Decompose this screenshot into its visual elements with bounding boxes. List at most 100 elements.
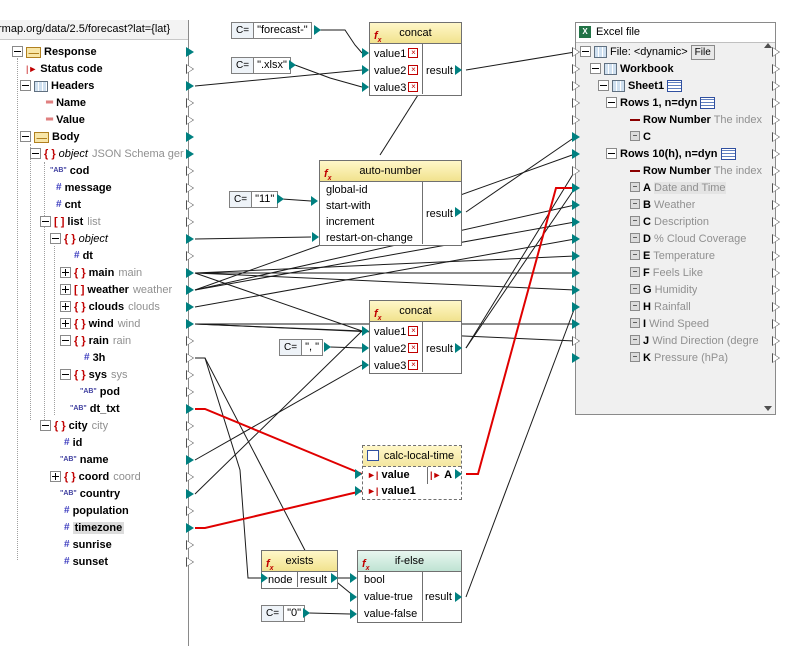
output-port-icon[interactable] bbox=[186, 149, 194, 159]
calc-value1[interactable]: ►| value1 bbox=[367, 483, 416, 499]
connection-port-icon[interactable] bbox=[455, 343, 462, 353]
output-port-icon[interactable] bbox=[186, 302, 194, 312]
tree-list-object[interactable]: { }object bbox=[50, 231, 108, 247]
tree-dt[interactable]: #dt bbox=[74, 248, 93, 264]
connection-port-icon[interactable] bbox=[324, 342, 331, 352]
collapse-icon[interactable] bbox=[580, 45, 591, 57]
input-port-icon[interactable] bbox=[572, 149, 580, 159]
connection-port-icon[interactable] bbox=[303, 608, 310, 618]
connection-line[interactable] bbox=[465, 170, 576, 349]
autonumber-result[interactable]: result bbox=[426, 208, 453, 220]
source-url[interactable]: rmap.org/data/2.5/forecast?lat={lat} bbox=[0, 20, 188, 40]
connection-line[interactable] bbox=[194, 272, 363, 332]
tree-population[interactable]: #population bbox=[64, 503, 129, 519]
target-column-f[interactable]: F Feels Like bbox=[630, 265, 703, 281]
autonumber-start-with[interactable]: start-with bbox=[326, 200, 371, 212]
output-port-icon[interactable] bbox=[186, 285, 194, 295]
tree-city-id[interactable]: #id bbox=[64, 435, 82, 451]
connection-port-icon[interactable] bbox=[350, 573, 357, 583]
constant-forecast[interactable]: C="forecast-" bbox=[231, 22, 312, 39]
target-sheet[interactable]: Sheet1 bbox=[598, 78, 683, 94]
connection-line[interactable] bbox=[281, 198, 312, 202]
concat2-value2[interactable]: value2× bbox=[374, 341, 419, 357]
input-port-icon[interactable] bbox=[572, 302, 580, 312]
input-port-icon[interactable] bbox=[572, 200, 580, 210]
constant-eleven[interactable]: C="11" bbox=[229, 191, 279, 208]
collapse-icon[interactable] bbox=[606, 147, 617, 159]
input-port-icon[interactable] bbox=[572, 234, 580, 244]
concat2-value1[interactable]: value1× bbox=[374, 324, 419, 340]
collapse-icon[interactable] bbox=[606, 96, 617, 108]
collapse-icon[interactable] bbox=[50, 232, 61, 244]
input-port-icon[interactable] bbox=[572, 251, 580, 261]
output-port-icon[interactable] bbox=[186, 523, 194, 533]
output-port-icon[interactable] bbox=[186, 81, 194, 91]
concat1-result[interactable]: result bbox=[426, 65, 453, 77]
scroll-down-icon[interactable] bbox=[764, 406, 772, 411]
calc-output[interactable]: |► A bbox=[430, 467, 452, 483]
calc-local-time-function[interactable]: calc-local-time ►| value ►| value1 |► A bbox=[362, 445, 462, 500]
connection-line[interactable] bbox=[379, 94, 419, 156]
connection-port-icon[interactable] bbox=[289, 60, 296, 70]
connection-line[interactable] bbox=[294, 64, 363, 88]
delete-input-icon[interactable]: × bbox=[408, 48, 419, 59]
delete-input-icon[interactable]: × bbox=[408, 65, 419, 76]
tree-message[interactable]: #message bbox=[56, 180, 112, 196]
target-column-h[interactable]: H Rainfall bbox=[630, 299, 691, 315]
tree-sunset[interactable]: #sunset bbox=[64, 554, 108, 570]
scroll-up-icon[interactable] bbox=[764, 43, 772, 48]
connection-port-icon[interactable] bbox=[350, 592, 357, 602]
target-row-number-1[interactable]: Row Number The index bbox=[630, 112, 762, 128]
collapse-icon[interactable] bbox=[40, 215, 51, 227]
ifelse-bool[interactable]: bool bbox=[364, 574, 385, 586]
target-column-a[interactable]: A Date and Time bbox=[630, 180, 726, 196]
connection-port-icon[interactable] bbox=[455, 65, 462, 75]
connection-line[interactable] bbox=[320, 29, 363, 54]
calc-value[interactable]: ►| value bbox=[367, 467, 410, 483]
rows-settings-icon[interactable] bbox=[720, 148, 736, 161]
connection-port-icon[interactable] bbox=[362, 326, 369, 336]
connection-line[interactable] bbox=[194, 238, 576, 308]
tree-header-name[interactable]: ═Name bbox=[46, 95, 86, 111]
concat2-value3[interactable]: value3× bbox=[374, 358, 419, 374]
output-port-icon[interactable] bbox=[186, 489, 194, 499]
connection-port-icon[interactable] bbox=[355, 486, 362, 496]
connection-port-icon[interactable] bbox=[312, 232, 319, 242]
target-column-j[interactable]: J Wind Direction (degre bbox=[630, 333, 759, 349]
connection-line[interactable] bbox=[465, 306, 576, 598]
connection-port-icon[interactable] bbox=[277, 194, 284, 204]
connection-port-icon[interactable] bbox=[261, 573, 268, 583]
connection-port-icon[interactable] bbox=[331, 573, 338, 583]
target-column-c-1[interactable]: C bbox=[630, 129, 651, 145]
tree-3h[interactable]: #3h bbox=[84, 350, 105, 366]
input-port-icon[interactable] bbox=[572, 183, 580, 193]
connection-line[interactable] bbox=[194, 255, 576, 274]
connection-port-icon[interactable] bbox=[362, 82, 369, 92]
collapse-icon[interactable] bbox=[20, 130, 31, 142]
target-column-c[interactable]: C Description bbox=[630, 214, 709, 230]
rows-settings-icon[interactable] bbox=[700, 97, 716, 110]
input-port-icon[interactable] bbox=[572, 268, 580, 278]
tree-status-code[interactable]: |►Status code bbox=[26, 61, 103, 77]
collapse-icon[interactable] bbox=[60, 368, 71, 380]
target-rows-10[interactable]: Rows 10(h), n=dyn bbox=[606, 146, 736, 162]
connection-line[interactable] bbox=[194, 236, 312, 240]
constant-xlsx[interactable]: C=".xlsx" bbox=[231, 57, 291, 74]
constant-comma[interactable]: C=", " bbox=[279, 339, 323, 356]
connection-line[interactable] bbox=[195, 357, 261, 579]
connection-port-icon[interactable] bbox=[455, 207, 462, 217]
exists-node[interactable]: node bbox=[268, 574, 293, 586]
connection-port-icon[interactable] bbox=[355, 469, 362, 479]
tree-cnt[interactable]: #cnt bbox=[56, 197, 81, 213]
delete-input-icon[interactable]: × bbox=[408, 343, 419, 354]
expand-icon[interactable] bbox=[60, 317, 71, 329]
collapse-icon[interactable] bbox=[12, 45, 23, 57]
